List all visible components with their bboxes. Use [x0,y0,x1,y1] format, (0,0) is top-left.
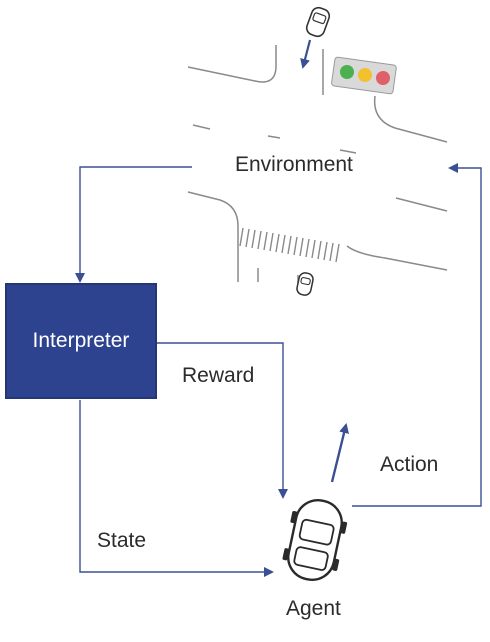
state-arrow [79,400,274,577]
road-intersection-illustration [187,45,448,290]
top-car-direction-arrow [300,39,312,69]
action-label: Action [380,453,439,476]
interpreter-box: Interpreter [5,283,157,399]
reward-label: Reward [182,364,255,387]
agent-car-icon [282,498,348,582]
interpreter-label: Interpreter [32,329,130,352]
state-label: State [97,529,147,552]
reward-arrow [157,342,288,499]
agent-label: Agent [286,597,341,620]
crosswalk [239,227,340,263]
action-arrow [352,163,482,507]
environment-label: Environment [235,153,353,176]
parked-car-icon [296,272,314,296]
environment-to-interpreter-arrow [75,166,192,283]
agent-direction-arrow [330,423,349,483]
top-car-icon [305,6,331,38]
traffic-light-icon [331,56,397,95]
